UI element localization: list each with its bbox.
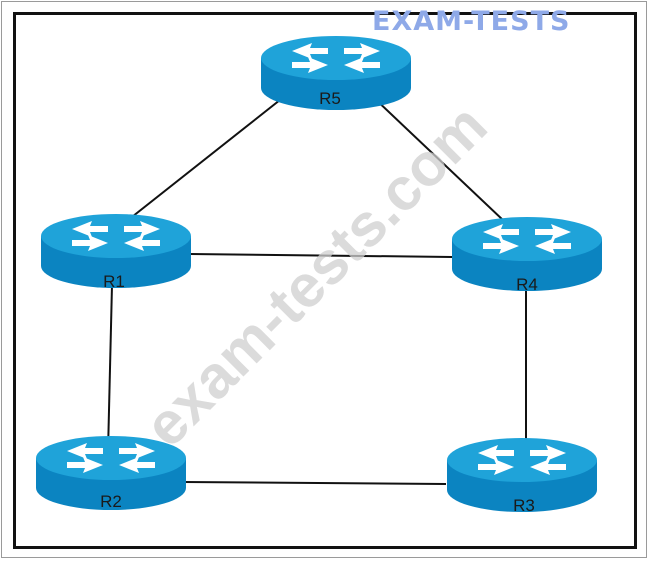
router-label-r1: R1	[103, 272, 125, 291]
link-r2-r3	[182, 481, 447, 485]
router-r4: R4	[452, 217, 602, 294]
logo: EXAM-TESTS	[372, 6, 571, 37]
router-r1: R1	[41, 214, 191, 291]
router-r3: R3	[447, 438, 597, 515]
router-label-r5: R5	[319, 89, 341, 108]
link-r5-r1	[117, 95, 286, 229]
diagram-frame	[13, 12, 637, 549]
link-r1-r2	[107, 284, 113, 453]
link-r5-r4	[371, 95, 525, 241]
watermark-text: exam-tests.com	[131, 91, 499, 459]
router-label-r2: R2	[100, 492, 122, 511]
router-label-r3: R3	[513, 496, 535, 515]
router-r5: R5	[261, 36, 411, 110]
router-r2: R2	[36, 436, 186, 511]
link-r1-r4	[189, 253, 453, 258]
router-label-r4: R4	[516, 275, 538, 294]
